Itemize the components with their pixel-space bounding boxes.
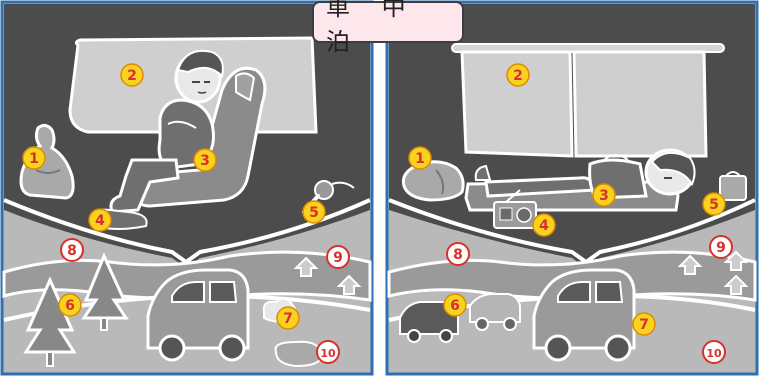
badge-label-left-10: 10 xyxy=(320,347,336,360)
badge-label-right-8: 8 xyxy=(453,247,463,263)
badge-label-right-1: 1 xyxy=(415,151,425,167)
badge-label-left-8: 8 xyxy=(67,243,77,259)
badge-yellow-right-1 xyxy=(408,146,432,170)
badge-red-left-9 xyxy=(326,245,350,269)
badge-yellow-left-7 xyxy=(276,306,300,330)
badge-red-right-10 xyxy=(702,340,726,364)
badge-label-right-5: 5 xyxy=(709,197,719,213)
badge-yellow-left-3 xyxy=(193,148,217,172)
tree-icon xyxy=(23,252,129,367)
badge-label-left-3: 3 xyxy=(200,153,210,169)
car-icon xyxy=(399,293,521,343)
badge-yellow-right-3 xyxy=(592,183,616,207)
badge-red-left-8 xyxy=(60,238,84,262)
tissue-box-icon xyxy=(719,171,747,201)
radio-icon xyxy=(493,189,537,229)
badge-label-right-10: 10 xyxy=(706,347,722,360)
badge-yellow-left-5 xyxy=(302,200,326,224)
badge-label-right-3: 3 xyxy=(599,188,609,204)
badge-red-left-10 xyxy=(316,340,340,364)
badge-label-right-6: 6 xyxy=(450,298,460,314)
badge-label-left-2: 2 xyxy=(127,68,137,84)
car-icon xyxy=(146,268,250,362)
badge-label-left-5: 5 xyxy=(309,205,319,221)
badge-label-left-1: 1 xyxy=(29,151,39,167)
arrow-up-icon xyxy=(677,250,749,295)
car-icon xyxy=(532,268,636,362)
right-panel xyxy=(385,0,759,376)
arrow-up-icon xyxy=(293,256,362,295)
puddle-icon xyxy=(274,340,324,368)
badge-red-right-9 xyxy=(709,235,733,259)
badge-yellow-left-4 xyxy=(88,208,112,232)
badge-red-right-8 xyxy=(446,242,470,266)
badge-label-right-9: 9 xyxy=(716,240,726,256)
page-title: 車 中 泊 xyxy=(312,0,464,56)
badge-yellow-right-6 xyxy=(443,293,467,317)
seated-person-icon xyxy=(109,49,267,214)
number-badges: 1 2 3 4 5 6 7 8 9 10 1 2 3 4 5 6 7 8 9 10 xyxy=(22,63,733,364)
badge-yellow-right-2 xyxy=(506,63,530,87)
curtain-icon xyxy=(451,43,725,158)
badge-label-left-9: 9 xyxy=(333,250,343,266)
badge-yellow-right-4 xyxy=(532,213,556,237)
badge-yellow-left-6 xyxy=(58,293,82,317)
badge-label-left-7: 7 xyxy=(283,311,293,327)
backpack-icon xyxy=(19,123,75,200)
badge-label-right-4: 4 xyxy=(539,218,549,234)
badge-label-right-2: 2 xyxy=(513,68,523,84)
badge-label-left-6: 6 xyxy=(65,298,75,314)
badge-yellow-right-7 xyxy=(632,312,656,336)
badge-yellow-left-1 xyxy=(22,146,46,170)
badge-label-right-7: 7 xyxy=(639,317,649,333)
left-panel xyxy=(0,0,374,376)
badge-label-left-4: 4 xyxy=(95,213,105,229)
badge-yellow-right-5 xyxy=(702,192,726,216)
badge-yellow-left-2 xyxy=(120,63,144,87)
backpack-icon xyxy=(401,160,465,202)
